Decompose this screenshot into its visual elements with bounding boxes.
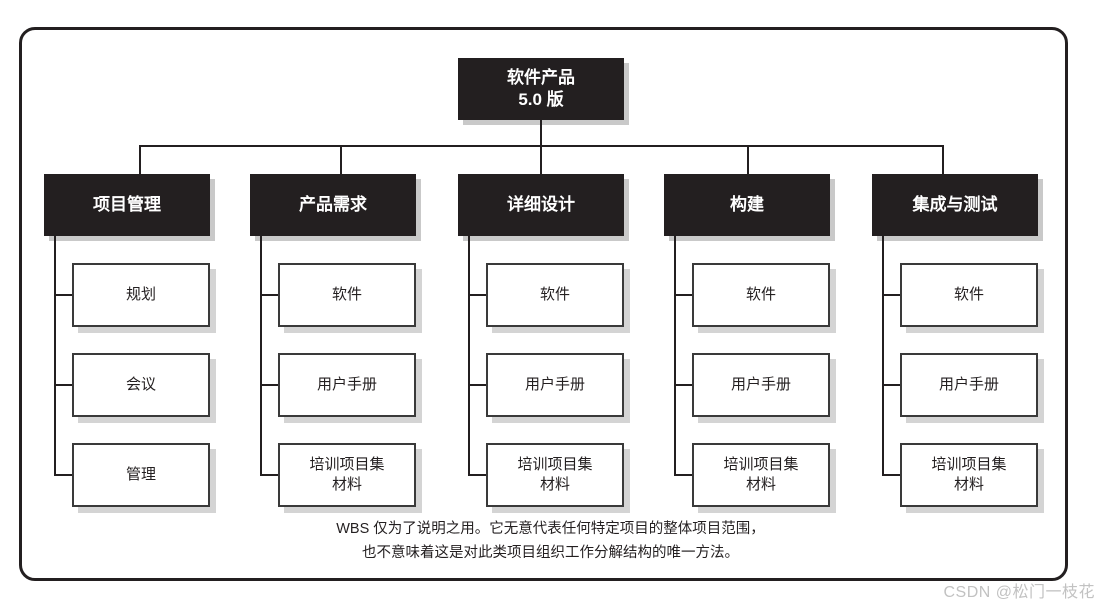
- connector-bus-to-header-3: [540, 145, 542, 175]
- branch-header-1-label: 项目管理: [93, 194, 161, 214]
- connector-branch-2-stub-1: [260, 294, 278, 296]
- branch-5-child-2[interactable]: 用户手册: [900, 353, 1038, 417]
- branch-1-child-2-label: 会议: [120, 375, 162, 395]
- branch-1-child-1-line1: 规划: [125, 286, 156, 304]
- branch-2-child-2-label: 用户手册: [311, 375, 383, 395]
- connector-branch-4-spine: [674, 236, 676, 476]
- connector-branch-2-spine: [260, 236, 262, 476]
- footnote-line-2: 也不意味着这是对此类项目组织工作分解结构的唯一方法。: [362, 544, 739, 561]
- connector-branch-1-stub-1: [54, 294, 72, 296]
- branch-4-child-1[interactable]: 软件: [692, 263, 830, 327]
- branch-4-child-1-line1: 软件: [745, 286, 776, 304]
- branch-header-1[interactable]: 项目管理: [44, 174, 210, 236]
- connector-branch-5-spine: [882, 236, 884, 476]
- connector-branch-2-stub-2: [260, 384, 278, 386]
- branch-4-child-3-label: 培训项目集 材料: [717, 455, 804, 495]
- root-node-software-product[interactable]: 软件产品 5.0 版: [458, 58, 624, 120]
- connector-branch-3-stub-1: [468, 294, 486, 296]
- connector-branch-5-stub-3: [882, 474, 900, 476]
- connector-branch-5-stub-2: [882, 384, 900, 386]
- branch-5-child-3[interactable]: 培训项目集 材料: [900, 443, 1038, 507]
- branch-3-child-2-label: 用户手册: [519, 375, 591, 395]
- branch-1-child-3-label: 管理: [120, 465, 162, 485]
- connector-branch-4-stub-3: [674, 474, 692, 476]
- branch-2-child-3[interactable]: 培训项目集 材料: [278, 443, 416, 507]
- branch-3-child-1-label: 软件: [534, 285, 576, 305]
- branch-3-child-2[interactable]: 用户手册: [486, 353, 624, 417]
- csdn-watermark: CSDN @松门一枝花: [943, 584, 1095, 601]
- branch-5-child-2-line1: 用户手册: [938, 376, 999, 394]
- root-node-label: 软件产品 5.0 版: [501, 67, 581, 112]
- branch-2-child-2[interactable]: 用户手册: [278, 353, 416, 417]
- branch-header-5-label: 集成与测试: [912, 194, 998, 214]
- branch-3-child-3-line2: 材料: [539, 476, 570, 493]
- branch-5-child-3-line1: 培训项目集: [931, 456, 1007, 474]
- branch-5-child-3-line2: 材料: [953, 476, 984, 493]
- branch-header-5[interactable]: 集成与测试: [872, 174, 1038, 236]
- connector-branch-1-spine: [54, 236, 56, 476]
- connector-branch-2-stub-3: [260, 474, 278, 476]
- branch-header-3-label: 详细设计: [507, 194, 575, 214]
- connector-branch-3-stub-2: [468, 384, 486, 386]
- connector-bus-to-header-2: [340, 145, 342, 175]
- branch-1-child-3[interactable]: 管理: [72, 443, 210, 507]
- branch-3-child-3-label: 培训项目集 材料: [511, 455, 598, 495]
- connector-bus-to-header-1: [139, 145, 141, 175]
- connector-branch-1-stub-2: [54, 384, 72, 386]
- root-node-line1: 软件产品: [507, 67, 575, 87]
- branch-2-child-1[interactable]: 软件: [278, 263, 416, 327]
- branch-header-4-label: 构建: [730, 194, 764, 214]
- branch-2-child-3-line2: 材料: [331, 476, 362, 493]
- branch-5-child-3-label: 培训项目集 材料: [925, 455, 1012, 495]
- branch-1-child-2-line1: 会议: [125, 376, 156, 394]
- branch-2-child-3-label: 培训项目集 材料: [303, 455, 390, 495]
- branch-2-child-1-line1: 软件: [331, 286, 362, 304]
- connector-branch-1-stub-3: [54, 474, 72, 476]
- branch-3-child-3[interactable]: 培训项目集 材料: [486, 443, 624, 507]
- branch-1-child-3-line1: 管理: [125, 466, 156, 484]
- branch-header-3[interactable]: 详细设计: [458, 174, 624, 236]
- branch-5-child-1-line1: 软件: [953, 286, 984, 304]
- branch-3-child-1[interactable]: 软件: [486, 263, 624, 327]
- footnote-line-1: WBS 仅为了说明之用。它无意代表任何特定项目的整体项目范围，: [336, 521, 765, 537]
- branch-4-child-2[interactable]: 用户手册: [692, 353, 830, 417]
- branch-header-2[interactable]: 产品需求: [250, 174, 416, 236]
- branch-1-child-1[interactable]: 规划: [72, 263, 210, 327]
- diagram-footnote: WBS 仅为了说明之用。它无意代表任何特定项目的整体项目范围， 也不意味着这是对…: [0, 518, 1101, 566]
- connector-branch-4-stub-1: [674, 294, 692, 296]
- branch-3-child-1-line1: 软件: [539, 286, 570, 304]
- connector-bus-to-header-4: [747, 145, 749, 175]
- branch-1-child-2[interactable]: 会议: [72, 353, 210, 417]
- branch-header-2-label: 产品需求: [299, 194, 367, 214]
- connector-bus-to-header-5: [942, 145, 944, 175]
- branch-4-child-1-label: 软件: [740, 285, 782, 305]
- branch-4-child-2-line1: 用户手册: [730, 376, 791, 394]
- branch-2-child-3-line1: 培训项目集: [309, 456, 385, 474]
- branch-3-child-2-line1: 用户手册: [524, 376, 585, 394]
- connector-branch-5-stub-1: [882, 294, 900, 296]
- branch-5-child-1[interactable]: 软件: [900, 263, 1038, 327]
- root-node-line2: 5.0 版: [518, 90, 564, 109]
- connector-branch-4-stub-2: [674, 384, 692, 386]
- branch-header-4[interactable]: 构建: [664, 174, 830, 236]
- branch-2-child-1-label: 软件: [326, 285, 368, 305]
- connector-root-drop: [540, 120, 542, 146]
- branch-4-child-3[interactable]: 培训项目集 材料: [692, 443, 830, 507]
- branch-1-child-1-label: 规划: [120, 285, 162, 305]
- branch-4-child-3-line2: 材料: [745, 476, 776, 493]
- branch-5-child-1-label: 软件: [948, 285, 990, 305]
- branch-5-child-2-label: 用户手册: [933, 375, 1005, 395]
- branch-4-child-3-line1: 培训项目集: [723, 456, 799, 474]
- connector-branch-3-stub-3: [468, 474, 486, 476]
- branch-4-child-2-label: 用户手册: [725, 375, 797, 395]
- branch-3-child-3-line1: 培训项目集: [517, 456, 593, 474]
- connector-branch-3-spine: [468, 236, 470, 476]
- branch-2-child-2-line1: 用户手册: [316, 376, 377, 394]
